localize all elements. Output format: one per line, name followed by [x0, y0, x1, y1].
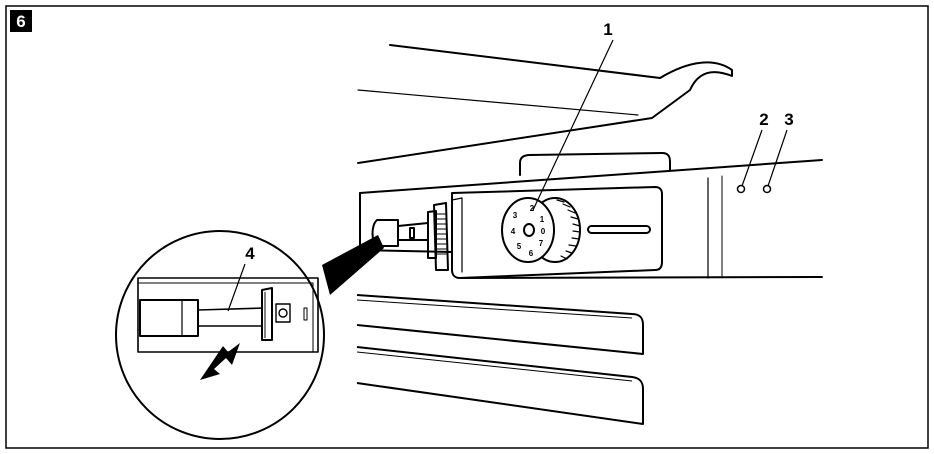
leader-3 [767, 129, 788, 187]
callout-3: 3 [784, 110, 793, 129]
carriage-inner [451, 197, 463, 273]
collar-hatching [435, 213, 447, 255]
detail-pin-bracket [261, 287, 273, 341]
main-rail-lower [459, 276, 823, 279]
detail-plate-inner [138, 282, 314, 352]
lower-bar-1 [356, 294, 644, 355]
figure-number: 6 [16, 12, 25, 31]
leader-4 [227, 263, 246, 312]
callout-2: 2 [759, 110, 768, 129]
rear-plate [519, 152, 671, 176]
lower-bar-2 [356, 346, 644, 425]
figure-frame [5, 5, 929, 449]
top-housing-outline [357, 44, 733, 164]
dial-center [523, 223, 535, 237]
leader-1 [532, 39, 614, 211]
slot [587, 225, 651, 234]
dial-number: 6 [529, 249, 534, 258]
lower-bar-1-edge [356, 299, 633, 319]
magnifier-wedge [322, 235, 384, 295]
detail-plate [137, 277, 319, 353]
dial-knurling [556, 199, 581, 260]
carriage-body [451, 186, 663, 279]
dial-number: 5 [517, 242, 522, 251]
dial-number: 7 [539, 239, 544, 248]
dial-number: 3 [513, 211, 518, 220]
leader-2 [741, 129, 763, 187]
lower-bar-2-edge [356, 351, 633, 382]
detail-indicator [303, 307, 308, 321]
detail-magnifier [115, 230, 325, 440]
dial-number: 4 [511, 227, 516, 236]
pull-direction-arrow [200, 343, 240, 380]
spindle-shaft [397, 222, 429, 241]
hole-2 [736, 184, 746, 194]
spindle-pin [409, 227, 415, 239]
figure-number-badge: 6 [10, 10, 32, 32]
callout-4: 4 [245, 244, 255, 263]
machine-drawing [357, 44, 823, 279]
dial-face [501, 197, 555, 263]
detail-pin-hole [278, 308, 288, 318]
top-housing-edge [357, 89, 639, 116]
leader-lines [227, 39, 788, 312]
spindle-collar [427, 210, 437, 259]
lower-bars [356, 294, 644, 425]
dial-numbers: 0 1 2 3 4 5 6 7 [511, 204, 546, 258]
callout-1: 1 [603, 20, 612, 39]
detail-shaft [197, 307, 266, 327]
hole-3 [762, 184, 772, 194]
detail-pin-box [275, 303, 291, 323]
main-rail-top [359, 159, 823, 194]
dial-number: 2 [530, 204, 535, 213]
detail-sleeve [139, 299, 199, 337]
dial-number: 1 [540, 215, 545, 224]
dial-number: 0 [541, 227, 546, 236]
